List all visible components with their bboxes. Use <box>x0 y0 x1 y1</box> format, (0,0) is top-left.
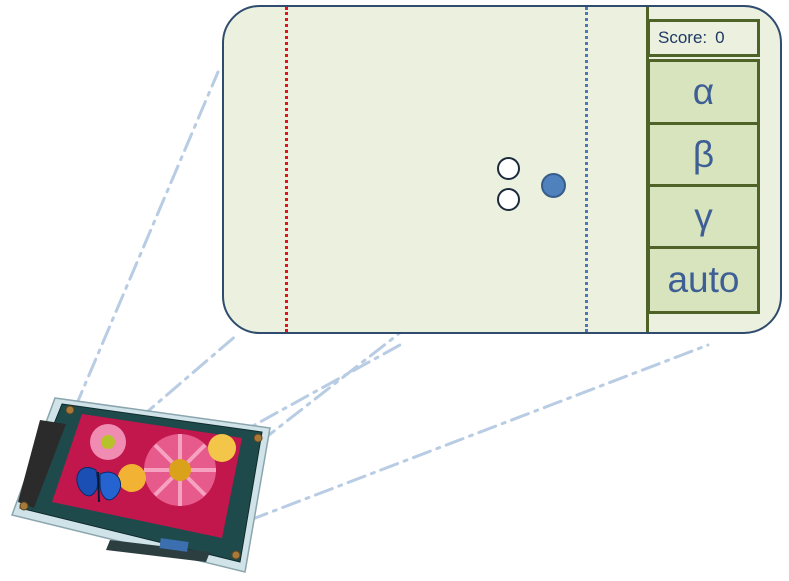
auto-button-label: auto <box>667 259 740 300</box>
device-label-chip <box>159 538 189 552</box>
device-bottom-strip <box>106 540 210 562</box>
butterfly-icon <box>76 467 121 503</box>
score-display: Score: 0 <box>647 19 760 57</box>
beta-button[interactable]: β <box>647 125 760 187</box>
hollow-ball-upper <box>497 157 520 180</box>
projection-line <box>73 70 220 410</box>
device-connector <box>18 420 66 508</box>
alpha-button[interactable]: α <box>647 59 760 125</box>
touchscreen-device-image <box>11 397 271 573</box>
blue-boundary-line <box>585 7 588 332</box>
control-column: Score: 0 α β γ auto <box>647 19 760 314</box>
red-boundary-line <box>285 7 288 332</box>
gamma-button-label: γ <box>694 195 713 237</box>
projection-line <box>248 343 710 522</box>
auto-button[interactable]: auto <box>647 249 760 314</box>
score-value: 0 <box>715 28 725 47</box>
score-label: Score: <box>658 28 708 47</box>
player-ball <box>541 173 566 198</box>
zoomed-screen-panel: Score: 0 α β γ auto <box>222 5 782 334</box>
gamma-button[interactable]: γ <box>647 187 760 249</box>
beta-button-label: β <box>692 133 715 175</box>
hollow-ball-lower <box>497 188 520 211</box>
flower-icon <box>90 424 236 506</box>
alpha-button-label: α <box>692 71 715 112</box>
device-screws <box>19 405 263 560</box>
